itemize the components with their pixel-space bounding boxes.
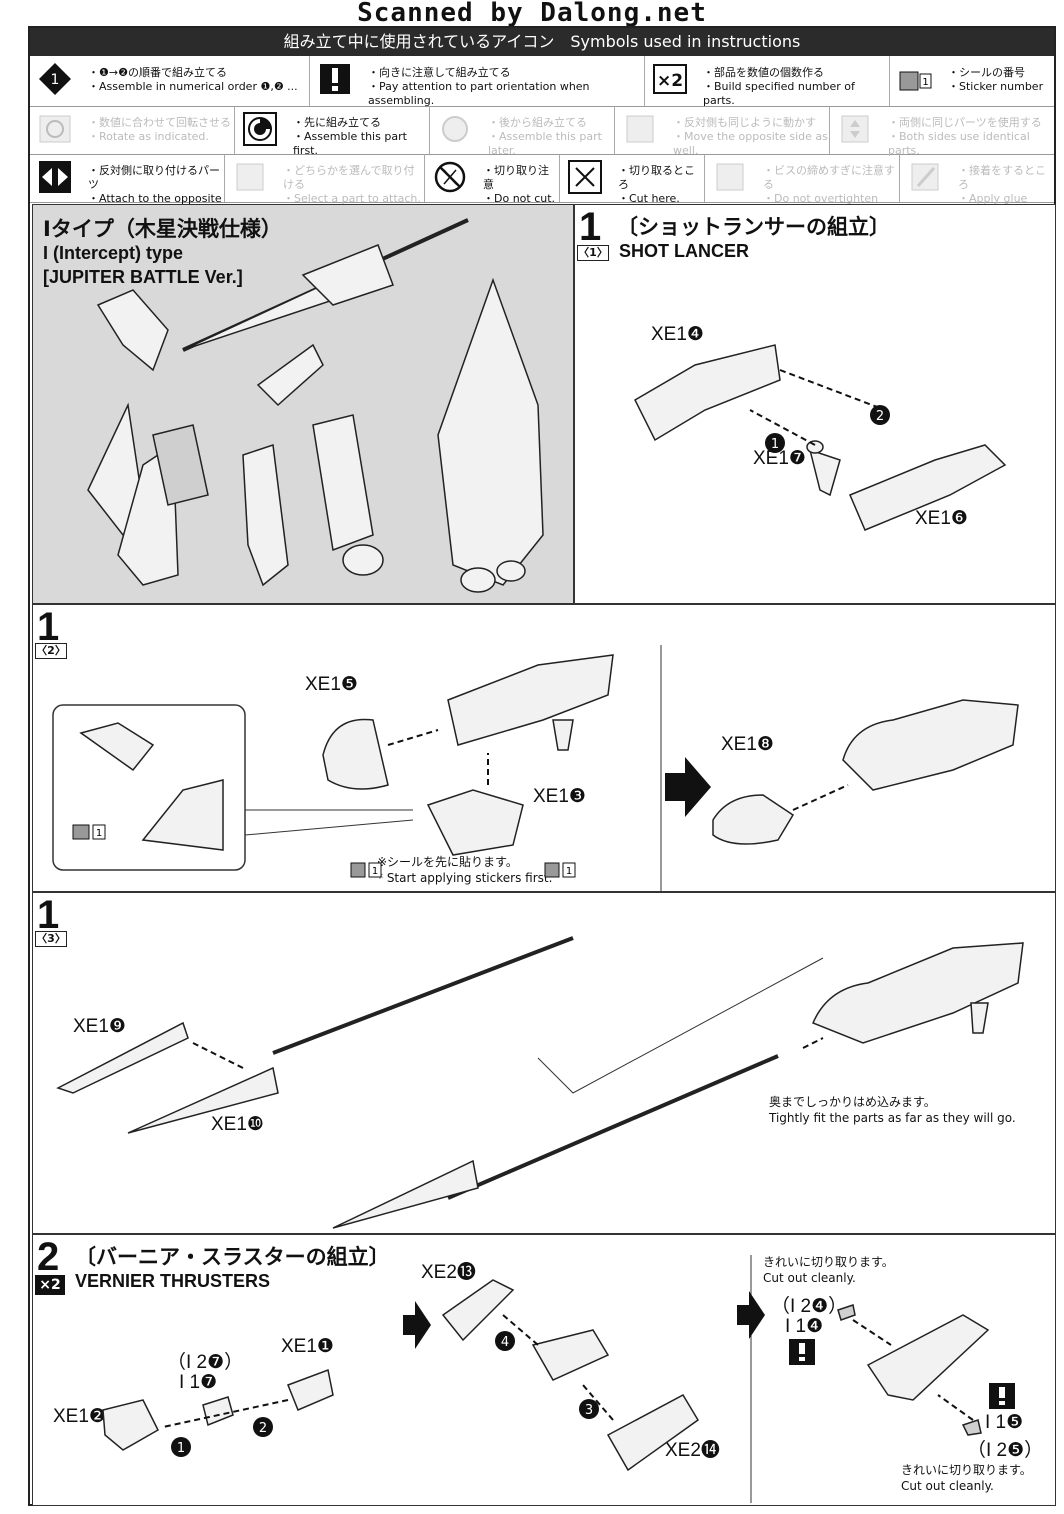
symbol-assemble-first: ・先に組み立てる・Assemble this part first. [235, 106, 430, 157]
x2-icon: ×2 [653, 64, 687, 94]
exclamation-icon [320, 64, 350, 94]
cut-note-bottom-jp: きれいに切り取ります。 [901, 1463, 1032, 1477]
step1-sub2-number: 1 [37, 605, 60, 649]
svg-text:1: 1 [177, 1441, 185, 1456]
step1-title-en: SHOT LANCER [619, 241, 749, 261]
step1-sub3-number: 1 [37, 893, 60, 937]
part-label-xe1-6: XE1❻ [915, 508, 968, 529]
cut-note-bottom-en: Cut out cleanly. [901, 1479, 994, 1493]
step1-number: 1 [579, 205, 602, 249]
step1-title-jp: 〔ショットランサーの組立〕 [617, 215, 890, 239]
intro-title-jp: Iタイプ（木星決戦仕様） [43, 217, 282, 241]
symbol-cut-here: ・切り取るところ・Cut here. [560, 154, 705, 205]
step1-sub3-panel: 1 〈3〉 XE1❾ XE1❿ 奥までしっかりはめ込みます。 Tightly f… [32, 892, 1056, 1234]
opposite-side-icon [39, 161, 71, 193]
assemble-first-icon [243, 112, 277, 146]
assemble-later-icon [442, 116, 468, 142]
step1-sub2-tag: 〈2〉 [35, 643, 67, 659]
step2-number: 2 [37, 1235, 60, 1279]
part-label-xe1-3: XE1❸ [533, 786, 586, 807]
instruction-page: 組み立て中に使用されているアイコン Symbols used in instru… [28, 26, 1056, 1506]
step2-title-en: VERNIER THRUSTERS [75, 1271, 271, 1291]
intro-title-en: I (Intercept) type [43, 243, 184, 263]
svg-text:1: 1 [372, 866, 378, 877]
svg-text:2: 2 [876, 409, 884, 424]
symbol-screw: ・ビスの締めすぎに注意する・Do not overtighten screws. [705, 154, 900, 219]
part-label-xe1-2: XE1❷ [53, 1406, 106, 1427]
step2-panel: 2 ×2 〔バーニア・スラスターの組立〕 VERNIER THRUSTERS X… [32, 1234, 1056, 1506]
watermark: Scanned by Dalong.net [357, 0, 707, 28]
numbered-order-icon: 1 [39, 63, 71, 95]
step1-sub2-panel: 1 〈2〉 XE1❺ XE1❸ XE1❽ ※シールを先に貼ります。 * Star… [32, 604, 1056, 892]
svg-text:×2: ×2 [657, 71, 683, 91]
part-label-xe2-14: XE2⓮ [665, 1440, 720, 1461]
step1-sub2-illustration: 1 1 1 [52, 645, 1019, 891]
cut-here-icon [568, 160, 602, 194]
svg-text:3: 3 [585, 1403, 593, 1418]
part-label-i2-7: （I 2❼） [167, 1352, 244, 1373]
part-label-xe1-7: XE1❼ [753, 448, 806, 469]
step2-multiplier: ×2 [35, 1275, 65, 1295]
cut-note-top-jp: きれいに切り取ります。 [763, 1255, 894, 1269]
glue-icon [911, 163, 939, 191]
fit-note-jp: 奥までしっかりはめ込みます。 [769, 1095, 936, 1109]
symbol-numbered-order: 1 ・❶→❷の順番で組み立てる・Assemble in numerical or… [30, 56, 310, 106]
intro-subtitle-en: [JUPITER BATTLE Ver.] [43, 267, 243, 287]
svg-text:4: 4 [501, 1335, 509, 1350]
symbols-row-3: ・反対側に取り付けるパーツ・Attach to the opposite sid… [30, 154, 1054, 219]
symbol-multiplier: ×2 ・部品を数値の個数作る・Build specified number of… [645, 56, 890, 107]
both-sides-icon [841, 115, 869, 143]
symbols-row-1: 1 ・❶→❷の順番で組み立てる・Assemble in numerical or… [30, 56, 1054, 107]
svg-text:1: 1 [96, 828, 102, 839]
part-label-xe1-5: XE1❺ [305, 674, 358, 695]
step2-illustration: 1 2 4 3 [102, 1255, 1015, 1503]
step1-sub3-tag: 〈3〉 [35, 931, 67, 947]
sticker-note-en: * Start applying stickers first. [377, 871, 553, 885]
part-label-xe1-8: XE1❽ [721, 734, 774, 755]
symbol-rotate: ・数値に合わせて回転させる・Rotate as indicated. [30, 106, 235, 154]
cut-part-i2-4: （I 2❹） [771, 1296, 848, 1317]
svg-text:1: 1 [51, 72, 60, 88]
step1-sub1-illustration: 1 2 [634, 344, 1007, 531]
symbol-orientation: ・向きに注意して組み立てる・Pay attention to part orie… [310, 56, 645, 107]
svg-text:1: 1 [922, 77, 928, 88]
part-label-i1-7: I 1❼ [179, 1372, 218, 1393]
symbols-row-2: ・数値に合わせて回転させる・Rotate as indicated. ・先に組み… [30, 106, 1054, 157]
fit-note-en: Tightly fit the parts as far as they wil… [769, 1111, 1016, 1125]
svg-text:1: 1 [566, 866, 572, 877]
svg-text:2: 2 [259, 1421, 267, 1436]
step2-title-jp: 〔バーニア・スラスターの組立〕 [75, 1245, 390, 1269]
step1-sub1-panel: 1 〈1〉 〔ショットランサーの組立〕 SHOT LANCER XE1❹ XE1… [574, 204, 1056, 604]
step1-sub1-tag: 〈1〉 [577, 245, 609, 261]
symbol-move-opposite: ・反対側も同じように動かす・Move the opposite side as … [615, 106, 830, 157]
sticker-note-jp: ※シールを先に貼ります。 [377, 855, 518, 869]
do-not-cut-icon [434, 161, 466, 193]
symbol-assemble-later: ・後から組み立てる・Assemble this part later. [430, 106, 615, 157]
part-label-xe1-9: XE1❾ [73, 1016, 126, 1037]
sticker-icon: 1 [899, 71, 932, 91]
select-part-icon [236, 163, 264, 191]
screw-icon [716, 163, 744, 191]
symbols-title: 組み立て中に使用されているアイコン Symbols used in instru… [30, 28, 1054, 56]
part-label-xe1-4: XE1❹ [651, 324, 704, 345]
cut-part-i1-5: I 1❺ [985, 1412, 1024, 1433]
intro-illustration [87, 218, 544, 593]
move-opposite-icon [626, 115, 654, 143]
symbol-glue: ・接着をするところ・Apply glue here. [900, 154, 1054, 219]
svg-text:1: 1 [771, 437, 779, 452]
symbol-select-part: ・どちらかを選んで取り付ける・Select a part to attach. [225, 154, 425, 205]
symbol-opposite-side: ・反対側に取り付けるパーツ・Attach to the opposite sid… [30, 154, 225, 219]
cut-part-i1-4: I 1❹ [785, 1316, 824, 1337]
intro-panel: Iタイプ（木星決戦仕様） I (Intercept) type [JUPITER… [32, 204, 574, 604]
part-label-xe1-10: XE1❿ [211, 1114, 264, 1135]
cut-note-top-en: Cut out cleanly. [763, 1271, 856, 1285]
part-label-xe2-13: XE2⓭ [421, 1262, 476, 1283]
symbol-sticker: 1 ・シールの番号・Sticker number [890, 56, 1054, 106]
part-label-xe1-1: XE1❶ [281, 1336, 334, 1357]
step1-sub3-illustration [56, 936, 1024, 1229]
cut-part-i2-5: （I 2❺） [967, 1440, 1044, 1461]
rotate-icon [39, 115, 71, 143]
symbol-both-sides: ・両側に同じパーツを使用する・Both sides use identical … [830, 106, 1054, 157]
symbol-do-not-cut: ・切り取り注意・Do not cut. [425, 154, 560, 205]
